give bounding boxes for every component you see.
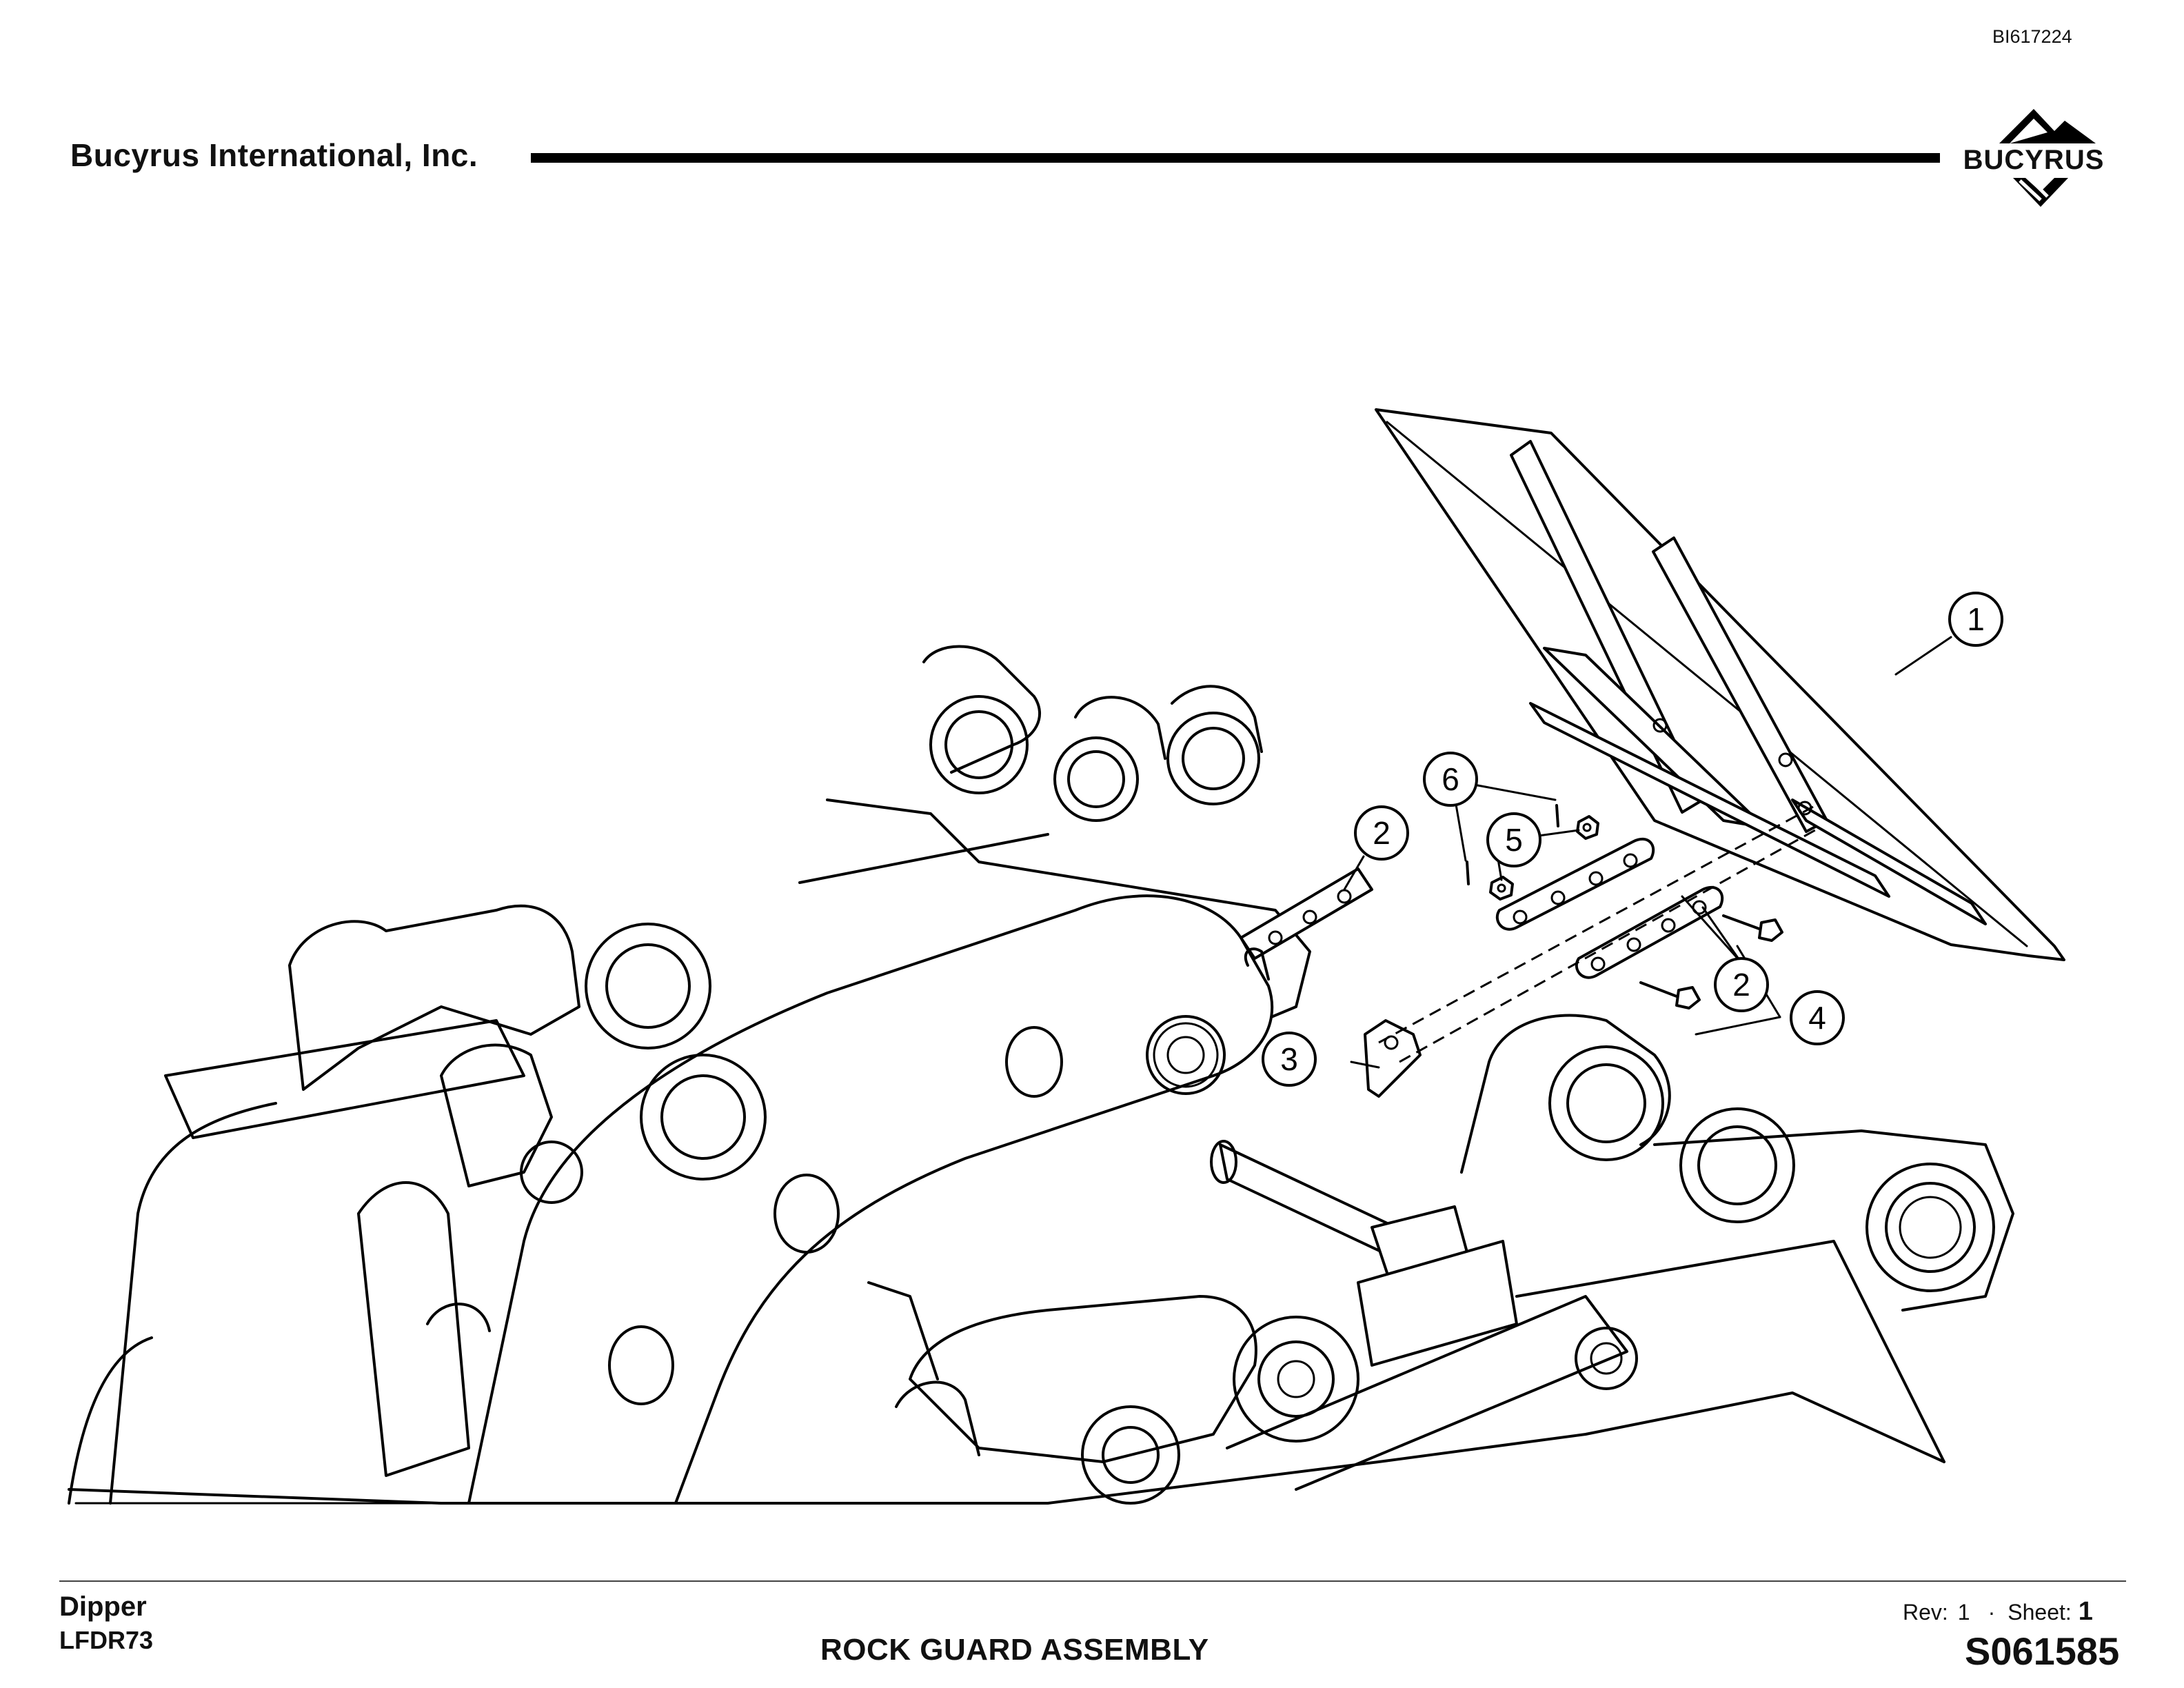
svg-text:1: 1 — [1967, 601, 1985, 637]
drawing-title: ROCK GUARD ASSEMBLY — [820, 1633, 1209, 1667]
svg-text:4: 4 — [1808, 1000, 1826, 1036]
installation-line-1 — [1378, 805, 1814, 1044]
mounting-bracket — [1364, 1019, 1422, 1098]
sheet-value: 1 — [2078, 1597, 2093, 1626]
machine-name: Dipper — [59, 1591, 147, 1622]
lower-hinge-assembly — [867, 1281, 1359, 1505]
separator-dot: · — [1988, 1600, 1996, 1625]
model-number: LFDR73 — [59, 1626, 154, 1654]
svg-text:6: 6 — [1442, 761, 1459, 797]
installation-line-2 — [1399, 826, 1821, 1063]
document-id: BI617224 — [1992, 26, 2072, 47]
callout-6: 6 — [1423, 752, 1478, 807]
footer-rule — [59, 1580, 2126, 1582]
rev-label: Rev: — [1903, 1600, 1948, 1625]
bolt-upper — [1722, 914, 1783, 942]
link-plate-upper — [1495, 837, 1655, 931]
right-hinge-assembly — [1210, 1014, 2014, 1491]
rev-value: 1 — [1957, 1600, 1970, 1625]
header-rule — [531, 153, 1940, 163]
callout-3: 3 — [1262, 1032, 1317, 1087]
callout-1: 1 — [1948, 592, 2003, 647]
svg-text:3: 3 — [1280, 1041, 1298, 1077]
nut-lower — [1489, 876, 1514, 901]
callout-5: 5 — [1486, 812, 1541, 867]
sheet-label: Sheet: — [2008, 1600, 2072, 1625]
svg-text:2: 2 — [1373, 815, 1391, 851]
logo-wordmark: BUCYRUS — [1963, 145, 2105, 175]
rock-guard-plate — [1375, 408, 2065, 961]
bucyrus-logo: BUCYRUS — [1944, 103, 2123, 214]
nut-upper — [1576, 815, 1599, 840]
callout-2-bottom: 2 — [1714, 957, 1769, 1012]
drawing-number: S061585 — [1965, 1629, 2120, 1673]
pin-lower — [1466, 861, 1470, 885]
bolt-lower — [1639, 981, 1701, 1009]
svg-text:5: 5 — [1505, 822, 1523, 858]
pin-upper — [1555, 804, 1559, 827]
link-plate-lower — [1575, 885, 1724, 979]
revision-sheet-line: Rev:1·Sheet:1 — [1903, 1597, 2093, 1627]
left-hinge-assembly — [68, 904, 767, 1505]
callout-4: 4 — [1790, 990, 1845, 1045]
callout-2-top: 2 — [1354, 805, 1409, 861]
svg-text:2: 2 — [1732, 967, 1750, 1003]
company-name: Bucyrus International, Inc. — [70, 137, 478, 173]
logo-mountain-icon — [1999, 109, 2096, 207]
